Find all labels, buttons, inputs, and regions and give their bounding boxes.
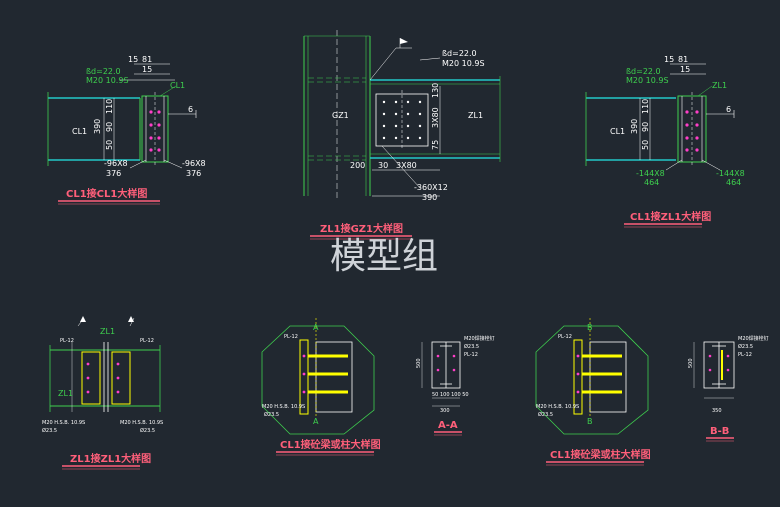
dim-depth: 390 (630, 119, 639, 134)
dim-v-2: 90 (105, 122, 114, 132)
note-2: Ø23.5 (738, 343, 753, 350)
plate-a: PL-12 (60, 338, 74, 344)
bolt-left: M20 H.S.B. 10.9S (42, 420, 85, 426)
bolt-spec: M20 10.9S (86, 76, 129, 85)
watermark: 模型组 (330, 236, 438, 277)
section-mark-bottom: B (587, 417, 593, 426)
detail-cl1-concrete-a: A A PL-12 M20 H.S.B. 10.9S Ø23.5 CL1接砼梁或… (261, 318, 381, 456)
beam-label-left: CL1 (72, 127, 87, 136)
detail-title: CL1接砼梁或柱大样图 (280, 438, 381, 451)
detail-zl1-gz1: GZ1 ZL1 ßd=22.0 M20 10.9S 130 3X80 75 20… (303, 30, 501, 240)
weld-size: 6 (726, 105, 731, 114)
bolt-group (436, 354, 456, 372)
weld-spec: ßd=22.0 (86, 67, 121, 76)
dim-top-2: 81 (678, 55, 688, 64)
plate-left-len: 464 (644, 178, 659, 187)
bolt-group (302, 354, 306, 394)
weld-spec: ßd=22.0 (442, 49, 477, 58)
detail-title: CL1接砼梁或柱大样图 (550, 448, 651, 461)
detail-section-aa: 500 50 100 100 50 300 M20焊接栓钉 Ø23.5 PL-1… (416, 335, 495, 436)
member-side: ZL1 (58, 389, 73, 398)
note-1: M20焊接栓钉 (464, 335, 495, 342)
plate-len: 390 (422, 193, 437, 202)
bolt-group (576, 354, 580, 394)
detail-title: B-B (710, 426, 729, 437)
section-mark-top: B (587, 323, 593, 332)
dim-top-1: 15 (664, 55, 674, 64)
bolt-group (86, 362, 120, 394)
bolt-spec: M20 H.S.B. 10.9S (536, 404, 579, 410)
detail-title: CL1接ZL1大样图 (630, 210, 711, 223)
plate-spec: PL-12 (558, 334, 572, 340)
bolt-spec: M20 10.9S (442, 59, 485, 68)
plate-spec: PL-12 (738, 352, 752, 358)
dim-200: 200 (350, 161, 365, 170)
dim-v-2: 90 (641, 122, 650, 132)
plate-left-len: 376 (106, 169, 121, 178)
beam-label: ZL1 (468, 111, 483, 120)
note-2: Ø23.5 (464, 343, 479, 350)
member-top: ZL1 (100, 327, 115, 336)
plate-b: PL-12 (140, 338, 154, 344)
dim-top-2: 81 (142, 55, 152, 64)
plate-right-len: 464 (726, 178, 741, 187)
dim-130: 130 (431, 83, 440, 98)
detail-section-bb: 500 350 M20焊接栓钉 Ø23.5 PL-12 B-B (688, 335, 769, 442)
dim-top-3: 15 (142, 65, 152, 74)
dim-v-3: 110 (105, 99, 114, 114)
section-mark-bottom: A (313, 417, 319, 426)
bolt-spec: M20 H.S.B. 10.9S (262, 404, 305, 410)
bolt-group (708, 354, 730, 372)
plate-right-len: 376 (186, 169, 201, 178)
section-mark-top: A (313, 323, 319, 332)
dim-75: 75 (431, 140, 440, 150)
dim-3x80-v: 3X80 (431, 107, 440, 128)
detail-title: A-A (438, 420, 458, 431)
plate-left: -144X8 (636, 169, 665, 178)
dim-v-3: 110 (641, 99, 650, 114)
plate-spec: PL-12 (464, 352, 478, 358)
detail-title: ZL1接GZ1大样图 (320, 222, 403, 235)
hole-left: Ø23.5 (42, 427, 57, 434)
weld-size: 6 (188, 105, 193, 114)
plate-spec: -360X12 (414, 183, 448, 192)
bolt-group (149, 110, 161, 152)
dim-height: 500 (416, 358, 422, 368)
dim-3x80-h: 3X80 (396, 161, 417, 170)
dim-30: 30 (378, 161, 388, 170)
plate-right: -144X8 (716, 169, 745, 178)
detail-title: CL1接CL1大样图 (66, 187, 147, 200)
dim-width: 350 (712, 408, 722, 414)
bolt-group (382, 100, 422, 140)
plate-left: -96X8 (104, 159, 128, 168)
beam-label-left: CL1 (610, 127, 625, 136)
note-1: M20焊接栓钉 (738, 335, 769, 342)
bolt-group (685, 110, 699, 152)
weld-spec: ßd=22.0 (626, 67, 661, 76)
beam-label-right: CL1 (170, 81, 185, 90)
dim-depth: 390 (93, 119, 102, 134)
hole-spec: Ø23.5 (264, 411, 279, 418)
dim-top-3: 15 (680, 65, 690, 74)
dim-v-1: 50 (641, 140, 650, 150)
dim-top-1: 15 (128, 55, 138, 64)
detail-cl1-cl1: CL1 CL1 ßd=22.0 M20 10.9S 15 81 15 390 5… (47, 55, 206, 205)
plate-spec: PL-12 (284, 334, 298, 340)
bolt-right: M20 H.S.B. 10.9S (120, 420, 163, 426)
detail-cl1-zl1: CL1 ZL1 ßd=22.0 M20 10.9S 15 81 15 390 5… (585, 55, 745, 228)
dim-v-1: 50 (105, 140, 114, 150)
dim-height: 500 (688, 358, 694, 368)
dims-bottom: 50 100 100 50 (432, 392, 469, 398)
detail-zl1-zl1: ZL1 ZL1 PL-12 PL-12 M20 H.S.B. 10.9S Ø23… (42, 316, 163, 470)
detail-title: ZL1接ZL1大样图 (70, 452, 151, 465)
dim-width: 300 (440, 408, 450, 414)
plate-right: -96X8 (182, 159, 206, 168)
beam-label-right: ZL1 (712, 81, 727, 90)
hole-spec: Ø23.5 (538, 411, 553, 418)
detail-cl1-concrete-b: B B PL-12 M20 H.S.B. 10.9S Ø23.5 CL1接砼梁或… (535, 318, 651, 466)
column-label: GZ1 (332, 111, 349, 120)
hole-right: Ø23.5 (140, 427, 155, 434)
bolt-spec: M20 10.9S (626, 76, 669, 85)
